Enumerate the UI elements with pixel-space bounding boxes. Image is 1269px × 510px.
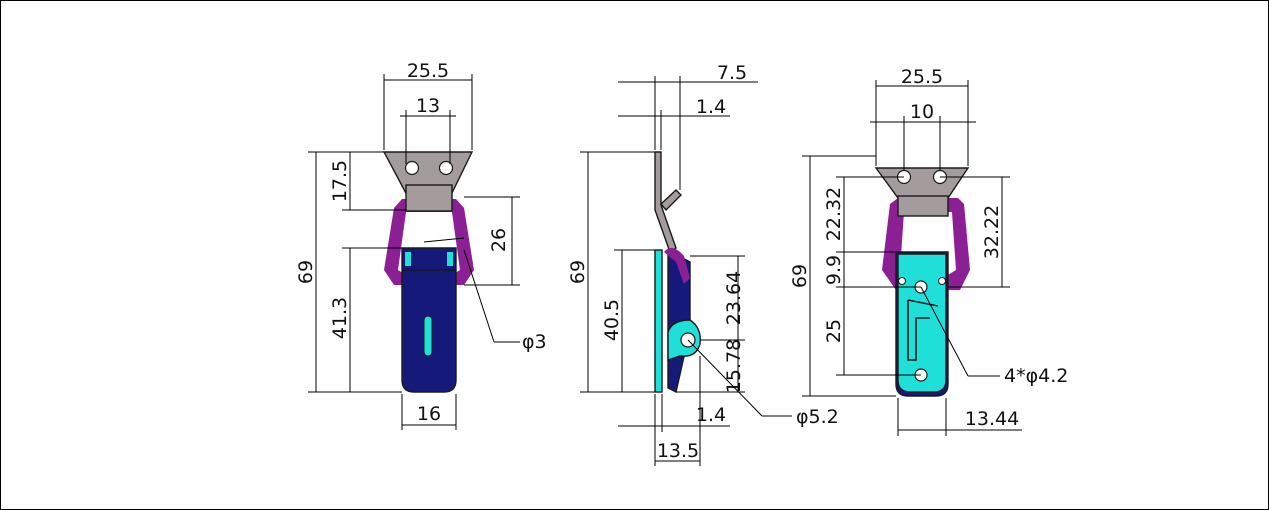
back-dim-hook-offset: 22.32 (823, 187, 845, 241)
front-plate-lower (405, 184, 453, 212)
back-dim-hole-spacing-vertical: 25 (823, 319, 845, 343)
back-dim-hole-spacing: 10 (910, 101, 934, 123)
front-dim-hole-spacing: 13 (416, 95, 440, 117)
front-view: 25.5 13 17.5 69 41.3 26 φ3 16 (295, 60, 547, 430)
front-slot (423, 315, 433, 357)
front-pin-right (447, 252, 453, 266)
back-plate-lower (897, 195, 949, 217)
side-dim-upper-offset: 23.64 (723, 271, 745, 325)
front-pin-left (405, 252, 411, 266)
side-dim-lower-offset: 15.78 (723, 339, 745, 393)
front-dim-width-top: 25.5 (407, 60, 449, 82)
side-dim-base-height: 40.5 (601, 299, 623, 341)
back-hook-loop (882, 198, 970, 290)
side-hook-link (664, 247, 690, 284)
back-dim-total-height: 69 (789, 264, 811, 288)
back-base-plate (897, 253, 947, 393)
side-base-plate (654, 249, 663, 393)
back-dim-body-top-offset: 32.22 (981, 205, 1003, 259)
side-dim-hole-diameter: φ5.2 (796, 406, 839, 428)
front-mount-hole-right (438, 160, 454, 176)
side-view: 7.5 1.4 69 40.5 23.64 15.78 φ5.2 1.4 (567, 62, 839, 466)
side-dim-overall-depth: 7.5 (717, 62, 747, 84)
back-dim-body-width: 13.44 (965, 408, 1019, 430)
side-dim-base-depth: 13.5 (657, 440, 699, 462)
back-dim-hole-row-offset: 9.9 (823, 255, 845, 285)
side-dim-plate-thickness: 1.4 (696, 96, 726, 118)
front-dim-hook-reach: 26 (488, 228, 510, 252)
back-view: 25.5 10 69 22.32 9.9 25 32.22 4*φ4.2 (789, 66, 1068, 436)
front-dim-body-height: 41.3 (329, 297, 351, 339)
front-dim-plate-height: 17.5 (329, 160, 351, 202)
front-mount-hole-left (404, 160, 420, 176)
front-hook-loop (384, 199, 474, 285)
side-plate-tab (660, 189, 682, 212)
front-dim-pin-diameter: φ3 (522, 331, 547, 353)
back-spring-clip (907, 299, 939, 361)
back-dim-hole-spec: 4*φ4.2 (1004, 365, 1068, 387)
back-hole-top-left (898, 277, 906, 285)
side-plate-strip (654, 151, 677, 254)
side-dim-base-thickness: 1.4 (696, 404, 726, 426)
back-dim-width-top: 25.5 (901, 66, 943, 88)
back-hole-top-right (938, 277, 946, 285)
front-dim-body-width: 16 (417, 403, 441, 425)
side-dim-total-height: 69 (567, 260, 589, 284)
front-dim-total-height: 69 (295, 260, 317, 284)
